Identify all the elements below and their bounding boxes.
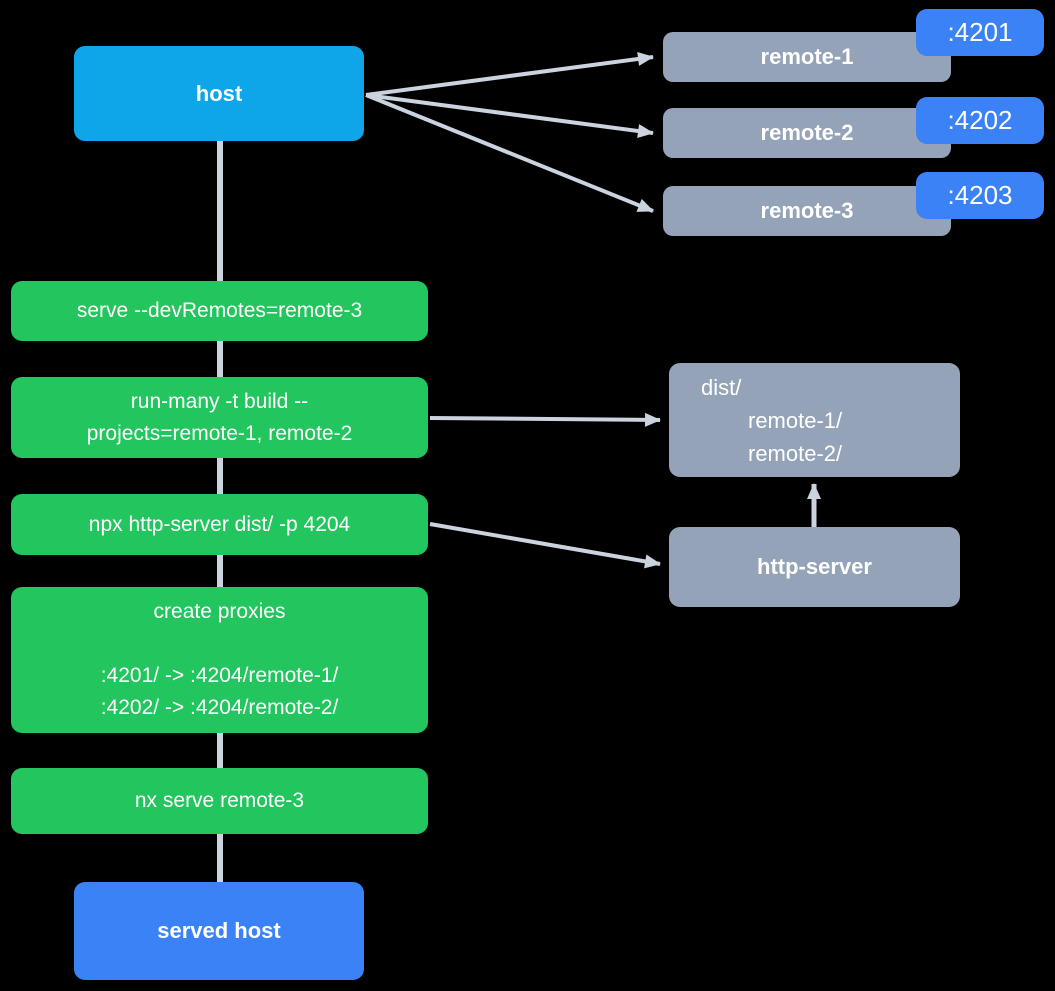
dist-folder-node: dist/ remote-1/ remote-2/ <box>669 363 960 477</box>
port-4202-label: :4202 <box>947 105 1013 135</box>
command-run-many-build: run-many -t build -- projects=remote-1, … <box>11 377 428 458</box>
http-server-node: http-server <box>669 527 960 607</box>
arrow-host-to-remote-2 <box>365 93 654 138</box>
remote-1-node: remote-1 <box>663 32 951 82</box>
command-npx-http-server: npx http-server dist/ -p 4204 <box>11 494 428 555</box>
command-create-proxies: create proxies :4201/ -> :4204/remote-1/… <box>11 587 428 733</box>
arrow-build-to-dist <box>429 412 661 427</box>
proxy-mapping-1: :4201/ -> :4204/remote-1/ <box>100 664 339 687</box>
host-label: host <box>195 80 243 106</box>
served-host-node: served host <box>74 882 364 980</box>
host-node: host <box>74 46 364 141</box>
arrow-host-to-remote-3 <box>365 93 654 213</box>
command-serve-dev-remotes: serve --devRemotes=remote-3 <box>11 281 428 341</box>
dist-folder-remote-2: remote-2/ <box>748 440 843 466</box>
proxy-mapping-2: :4202/ -> :4204/remote-2/ <box>100 696 339 719</box>
port-badge-4203: :4203 <box>916 172 1044 219</box>
dist-folder-remote-1: remote-1/ <box>748 407 843 433</box>
command-npx-text: npx http-server dist/ -p 4204 <box>88 512 351 536</box>
port-badge-4201: :4201 <box>916 9 1044 56</box>
remote-2-label: remote-2 <box>760 120 854 145</box>
port-badge-4202: :4202 <box>916 97 1044 144</box>
command-run-many-line-1: run-many -t build -- <box>130 389 309 413</box>
dist-folder-root: dist/ <box>701 374 742 400</box>
command-run-many-line-2: projects=remote-1, remote-2 <box>86 421 353 445</box>
command-nx-serve-remote-3: nx serve remote-3 <box>11 768 428 834</box>
port-4201-label: :4201 <box>947 17 1013 47</box>
http-server-label: http-server <box>757 554 872 579</box>
served-host-label: served host <box>157 918 281 943</box>
remote-3-node: remote-3 <box>663 186 951 236</box>
remote-3-label: remote-3 <box>760 198 854 223</box>
remote-2-node: remote-2 <box>663 108 951 158</box>
arrow-host-to-remote-1 <box>365 52 654 97</box>
remote-1-label: remote-1 <box>760 44 854 69</box>
arrow-npx-to-http-server <box>429 522 661 569</box>
create-proxies-title: create proxies <box>153 600 286 623</box>
command-serve-text: serve --devRemotes=remote-3 <box>76 299 363 322</box>
port-4203-label: :4203 <box>947 180 1013 210</box>
command-nx-serve-text: nx serve remote-3 <box>134 789 305 812</box>
